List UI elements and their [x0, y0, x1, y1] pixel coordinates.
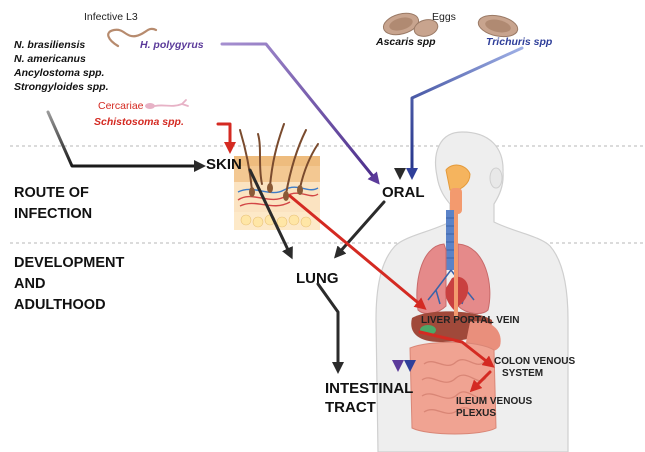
development-heading-line-1: DEVELOPMENT: [14, 253, 124, 274]
ascaris-egg-icon: [381, 10, 440, 39]
infective-l3-label: Infective L3: [84, 12, 138, 23]
intestinal-line-1: INTESTINAL: [325, 379, 413, 398]
eggs-label: Eggs: [432, 12, 456, 23]
development-heading-line-3: ADULTHOOD: [14, 295, 124, 316]
stage-intestinal-tract: INTESTINAL TRACT: [325, 379, 413, 417]
species-ancylostoma: Ancylostoma spp.: [14, 68, 104, 79]
lung-to-intestine-arrow: [318, 284, 338, 368]
ileum-venous-line-2: PLEXUS: [456, 408, 532, 420]
species-ascaris: Ascaris spp: [376, 37, 436, 48]
species-schistosoma: Schistosoma spp.: [94, 117, 184, 128]
development-heading-line-2: AND: [14, 274, 124, 295]
species-trichuris: Trichuris spp: [486, 37, 552, 48]
stage-lung: LUNG: [296, 271, 339, 286]
colon-venous-label: COLON VENOUS SYSTEM: [494, 356, 575, 380]
species-h-polygyrus: H. polygyrus: [140, 40, 204, 51]
species-n-americanus: N. americanus: [14, 54, 86, 65]
development-heading: DEVELOPMENT AND ADULTHOOD: [14, 253, 124, 316]
route-heading-line-2: INFECTION: [14, 204, 92, 225]
stage-skin: SKIN: [206, 157, 242, 172]
species-strongyloides: Strongyloides spp.: [14, 82, 109, 93]
oral-to-lung-arrow: [338, 202, 384, 254]
colon-venous-line-1: COLON VENOUS: [494, 356, 575, 368]
route-heading-line-1: ROUTE OF: [14, 183, 92, 204]
ileum-venous-label: ILEUM VENOUS PLEXUS: [456, 396, 532, 420]
route-of-infection-heading: ROUTE OF INFECTION: [14, 183, 92, 225]
schistosoma-to-skin-arrow: [218, 124, 230, 148]
skin-tissue-illustration: [234, 124, 320, 230]
cercariae-label: Cercariae: [98, 101, 144, 112]
liver-portal-vein-label: LIVER PORTAL VEIN: [421, 315, 520, 327]
intestinal-line-2: TRACT: [325, 398, 413, 417]
stage-oral: ORAL: [382, 185, 425, 200]
colon-venous-line-2: SYSTEM: [494, 368, 575, 380]
cercaria-icon: [145, 100, 188, 109]
ileum-venous-line-1: ILEUM VENOUS: [456, 396, 532, 408]
species-n-brasiliensis: N. brasiliensis: [14, 40, 85, 51]
